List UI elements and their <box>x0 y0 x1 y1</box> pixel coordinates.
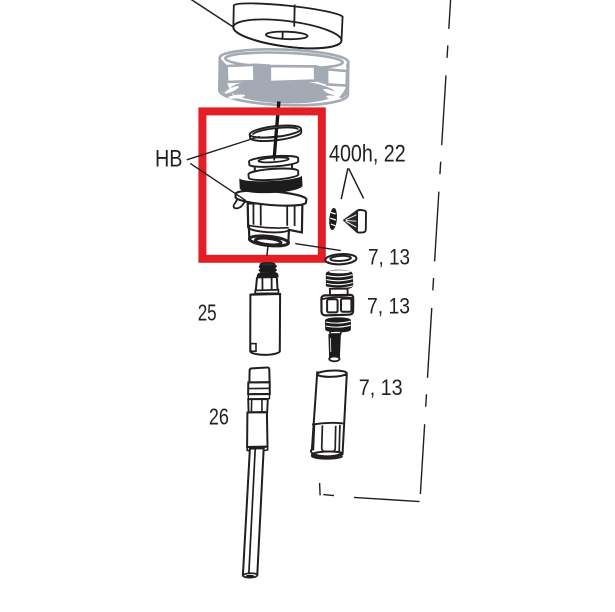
svg-text:HB: HB <box>155 146 183 173</box>
svg-text:400h, 22: 400h, 22 <box>329 141 406 168</box>
svg-text:26: 26 <box>209 404 229 430</box>
svg-text:7, 13: 7, 13 <box>367 294 410 319</box>
svg-text:7, 13: 7, 13 <box>359 375 403 400</box>
svg-text:25: 25 <box>198 300 217 326</box>
svg-text:7, 13: 7, 13 <box>368 245 410 270</box>
